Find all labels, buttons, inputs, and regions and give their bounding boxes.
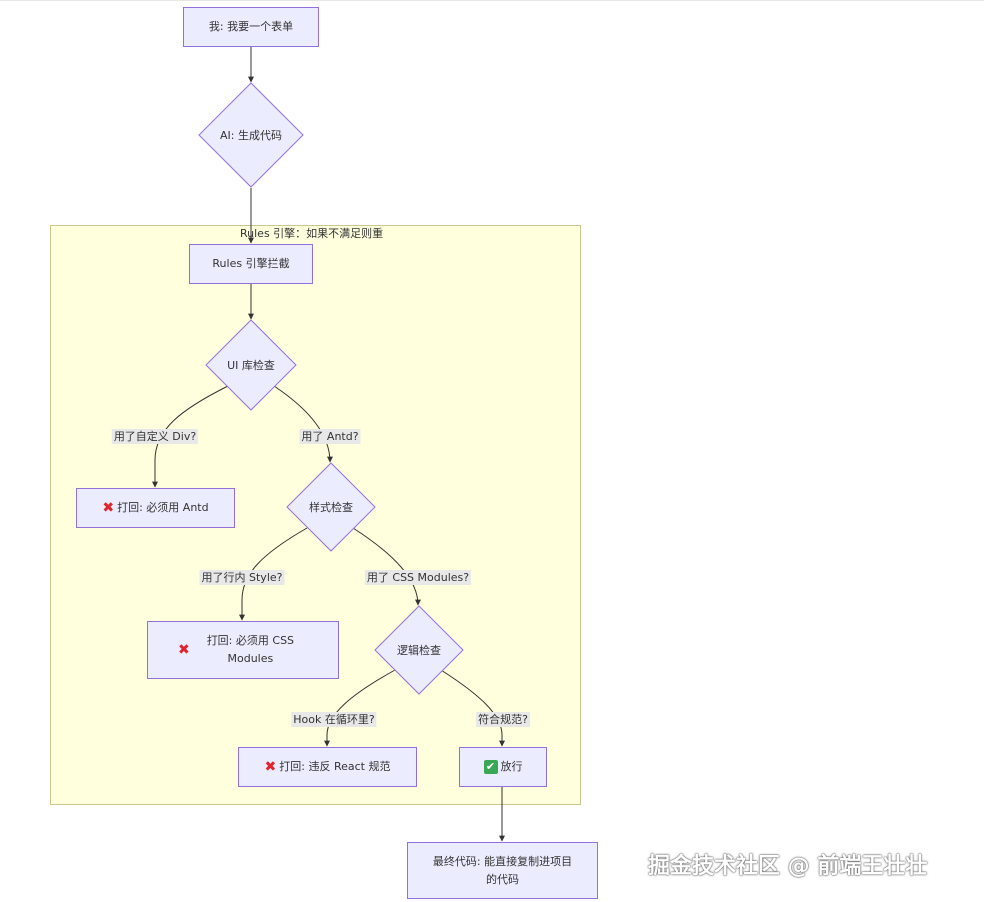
- edge-ui-div: [152, 385, 229, 488]
- edge-label-css-modules: 用了 CSS Modules?: [364, 570, 472, 585]
- edge-style-inline: [239, 527, 308, 621]
- node-reject-div-label: 打回: 必须用 Antd: [117, 501, 209, 514]
- node-logic-check-label: 逻辑检查: [397, 644, 441, 657]
- edge-label-custom-div: 用了自定义 Div?: [111, 429, 199, 444]
- node-start-label: 我: 我要一个表单: [208, 20, 294, 33]
- node-reject-hook: ✖ 打回: 违反 React 规范: [238, 747, 417, 787]
- top-divider: [0, 0, 984, 1]
- edge-style-css: [352, 527, 421, 606]
- node-reject-style-label: 打回: 必须用 CSS Modules: [206, 634, 295, 665]
- node-ui-check: UI 库检查: [205, 319, 297, 411]
- watermark: 掘金技术社区 @ 前端王壮壮: [648, 854, 928, 879]
- node-reject-div: ✖ 打回: 必须用 Antd: [76, 488, 235, 528]
- node-reject-style: ✖ 打回: 必须用 CSS Modules: [147, 621, 339, 679]
- node-pass-label: 放行: [500, 760, 523, 773]
- node-ai: AI: 生成代码: [198, 82, 304, 188]
- node-rules-label: Rules 引擎拦截: [212, 257, 290, 270]
- edge-logic-pass: [440, 669, 505, 747]
- edge-ui-antd: [273, 385, 333, 463]
- edge-label-antd: 用了 Antd?: [299, 429, 361, 444]
- cross-mark-icon: ✖: [264, 759, 277, 775]
- node-ai-label: AI: 生成代码: [220, 129, 282, 142]
- edge-logic-hook: [324, 669, 396, 747]
- node-final-label: 最终代码: 能直接复制进项目的代码: [432, 854, 573, 886]
- node-start: 我: 我要一个表单: [183, 7, 319, 47]
- edge-label-inline-style: 用了行内 Style?: [199, 570, 285, 585]
- node-style-check-label: 样式检查: [309, 501, 353, 514]
- node-pass: ✔ 放行: [459, 747, 547, 787]
- check-mark-icon: ✔: [483, 760, 498, 774]
- edge-label-compliant: 符合规范?: [476, 712, 530, 727]
- node-reject-hook-label: 打回: 违反 React 规范: [279, 760, 391, 773]
- node-final: 最终代码: 能直接复制进项目的代码: [407, 842, 598, 899]
- node-rules: Rules 引擎拦截: [189, 244, 313, 284]
- cross-mark-icon: ✖: [178, 642, 190, 658]
- cross-mark-icon: ✖: [102, 500, 115, 516]
- node-ui-check-label: UI 库检查: [227, 359, 275, 372]
- node-logic-check: 逻辑检查: [374, 605, 464, 695]
- edge-label-hook-loop: Hook 在循环里?: [291, 712, 377, 727]
- node-style-check: 样式检查: [286, 462, 376, 552]
